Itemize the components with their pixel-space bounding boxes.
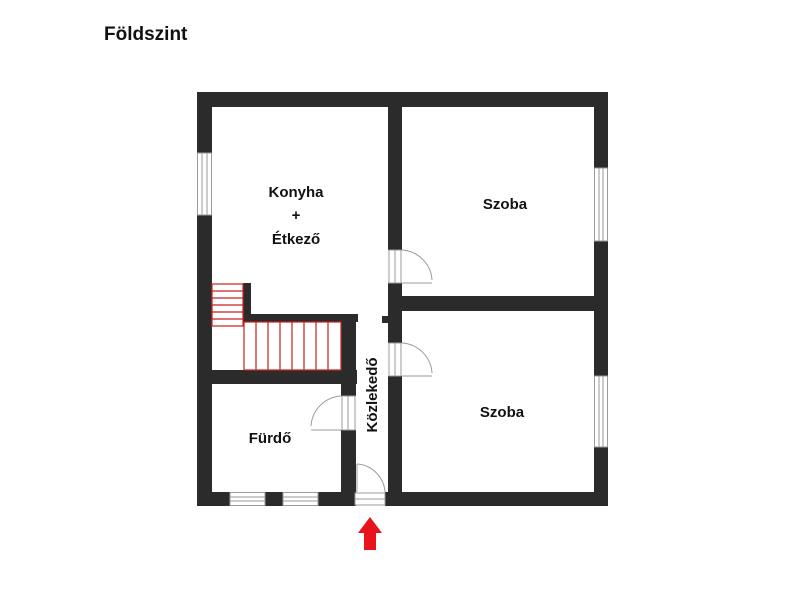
window-left (197, 152, 212, 216)
walls (197, 92, 608, 506)
wall-stair-top (243, 314, 358, 322)
windows (197, 152, 608, 506)
window-right-lower (594, 375, 608, 448)
wall-bottom-1 (197, 492, 230, 506)
wall-bathroom-top (197, 370, 357, 384)
label-room-upper: Szoba (483, 196, 528, 213)
staircase (211, 283, 342, 371)
wall-bottom-2 (265, 492, 283, 506)
wall-right-1 (594, 92, 608, 168)
label-kitchen-line1: Konyha (268, 184, 324, 201)
wall-top (197, 92, 608, 107)
window-bottom-1 (229, 492, 266, 506)
label-room-lower: Szoba (480, 404, 525, 421)
door-room-lower (388, 342, 433, 377)
wall-bathroom-right-2 (341, 430, 356, 506)
label-corridor: Közlekedő (364, 357, 381, 432)
wall-mid-3 (388, 311, 402, 343)
wall-mid-2 (388, 283, 402, 300)
window-right-upper (594, 167, 608, 242)
label-kitchen-line2: + (292, 207, 301, 224)
wall-mid-4 (388, 376, 402, 506)
wall-rooms-divider (388, 296, 608, 311)
label-kitchen-line3: Étkező (272, 231, 320, 248)
doors (310, 249, 433, 506)
wall-right-3 (594, 447, 608, 506)
entrance-arrow-icon (358, 517, 382, 550)
wall-mid-1 (388, 92, 402, 250)
door-room-upper (388, 249, 433, 284)
wall-bottom-4 (385, 492, 608, 506)
wall-left-lower (197, 215, 212, 506)
page-title: Földszint (104, 24, 188, 45)
window-bottom-2 (282, 492, 319, 506)
wall-stair-inner (243, 283, 251, 316)
door-entrance (354, 463, 386, 506)
wall-stair-right (341, 314, 356, 370)
label-bathroom: Fürdő (249, 430, 292, 447)
door-bathroom (310, 395, 356, 431)
wall-stub (382, 316, 388, 323)
wall-left-upper (197, 92, 212, 153)
wall-bathroom-right-1 (341, 370, 356, 396)
